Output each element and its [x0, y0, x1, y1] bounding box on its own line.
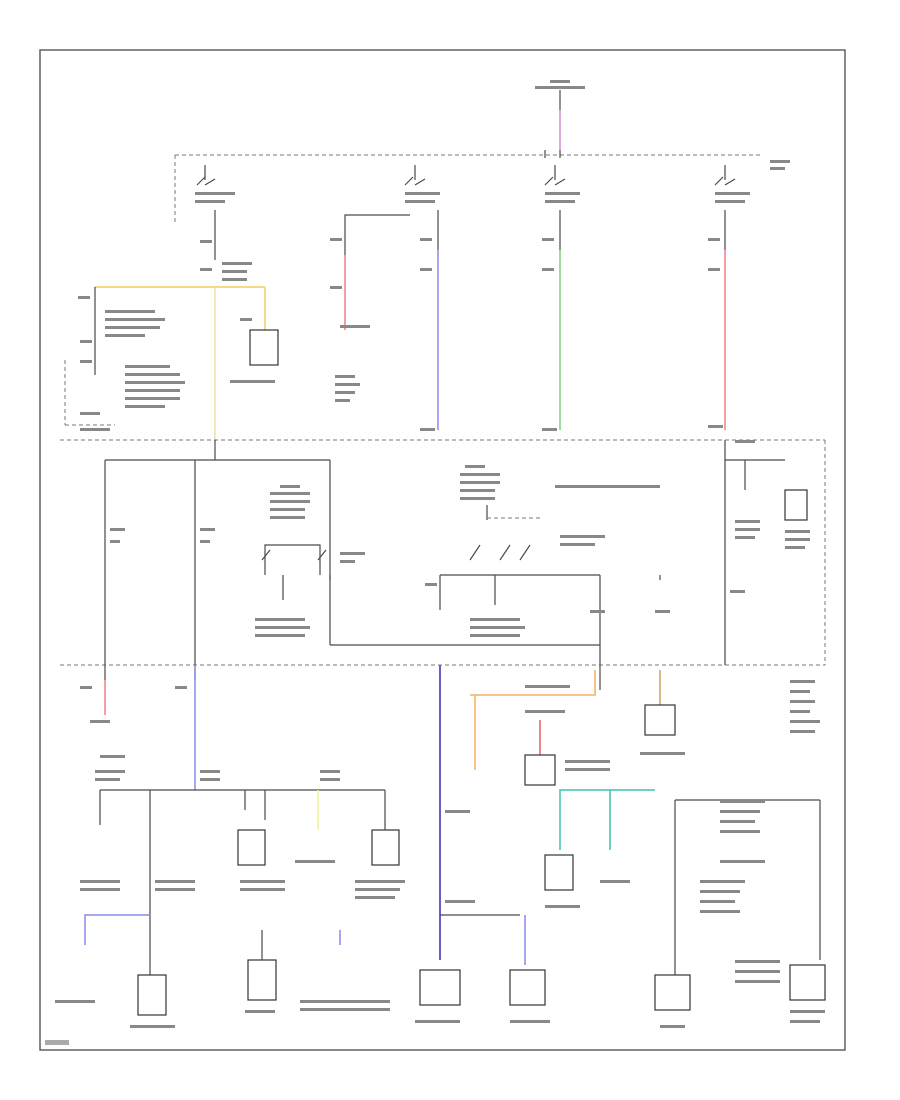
- teal-wire: [559, 789, 655, 850]
- diagram-id-marker: [45, 1040, 69, 1045]
- top-main-connector: [535, 80, 585, 150]
- lower-right-components: [524, 685, 826, 1028]
- feed-wire-2: [330, 214, 410, 402]
- left-component-block: [64, 287, 185, 431]
- central-fuse-panel: [60, 439, 826, 666]
- fuse-switch-3: [544, 165, 580, 203]
- lower-bus-left: [80, 686, 385, 1000]
- inner-bus-wires: [104, 440, 785, 690]
- fuse-switch-2: [404, 165, 440, 203]
- right-panel-components: [730, 489, 820, 733]
- feed-wire-1: [200, 210, 252, 281]
- diagram-border: [39, 49, 846, 1051]
- fuse-switch-1: [195, 165, 235, 203]
- orange-wire: [470, 670, 596, 770]
- relay-block-1: [255, 485, 365, 637]
- relay-block-2: [425, 465, 670, 637]
- top-dashed-bus: [174, 150, 790, 225]
- lower-center-components: [415, 810, 550, 1023]
- fuse-switch-4: [714, 165, 750, 203]
- lower-components: [55, 790, 405, 1028]
- component-box-a: [249, 329, 279, 366]
